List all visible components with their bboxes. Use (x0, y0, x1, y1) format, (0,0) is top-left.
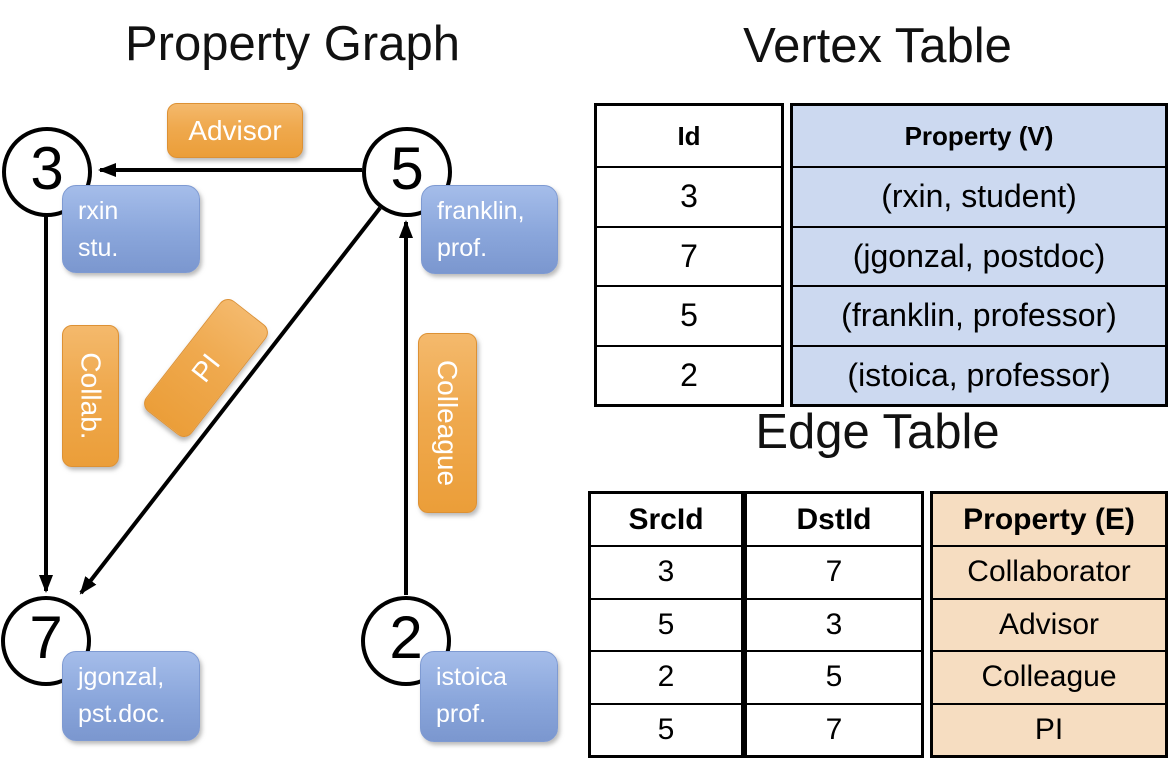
edge-table-dstid-cell: 7 (747, 545, 921, 598)
vertex-table-property-column: Property (V) (rxin, student) (jgonzal, p… (790, 103, 1168, 407)
edge-table-property-header: Property (E) (933, 494, 1165, 545)
edge-table-property-cell: Collaborator (933, 545, 1165, 598)
vertex-id-label: 3 (30, 135, 64, 202)
edge-label-collab: Collab. (62, 325, 119, 467)
edge-table-srcid-cell: 2 (591, 650, 741, 703)
edge-label-advisor: Advisor (167, 103, 303, 158)
edge-label-text: Advisor (188, 114, 282, 146)
edge-label-colleague: Colleague (418, 333, 477, 513)
edge-table-property-cell: Colleague (933, 650, 1165, 703)
vertex-table-property-cell: (franklin, professor) (793, 285, 1165, 345)
vertex-table-id-cell: 5 (597, 285, 781, 345)
vertex-table-id-header: Id (677, 120, 701, 151)
edge-table-dstid-cell: 5 (747, 650, 921, 703)
edge-table-dstid-header: DstId (796, 502, 872, 536)
vertex-table-id-cell: 3 (597, 166, 781, 226)
edge-table-dstid-cell: 3 (747, 597, 921, 651)
vertex-table-id-cell: 2 (597, 344, 781, 405)
node-property-line2: prof. (436, 700, 487, 728)
edge-table-property-column: Property (E) Collaborator Advisor Collea… (930, 491, 1168, 758)
vertex-id-label: 2 (389, 604, 423, 671)
node-property-line1: rxin (78, 197, 119, 225)
vertex-table-property-cell: (jgonzal, postdoc) (793, 225, 1165, 285)
vertex-table-property-cell: (rxin, student) (793, 166, 1165, 226)
node-property-box-istoica: istoica prof. (420, 651, 558, 742)
vertex-id-label: 5 (390, 135, 424, 202)
edge-table-title: Edge Table (755, 405, 1000, 459)
vertex-table-property-header: Property (V) (793, 106, 1165, 166)
edge-table-property-cell: Advisor (933, 597, 1165, 650)
node-property-box-rxin: rxin stu. (62, 185, 200, 273)
vertex-table-title: Vertex Table (743, 19, 1012, 73)
edge-label-text: Collab. (75, 352, 107, 440)
edge-table-dstid-cell: 7 (747, 702, 921, 756)
vertex-table-id-column: Id 3 7 5 2 (594, 103, 784, 407)
node-property-line2: pst.doc. (78, 700, 166, 728)
property-graph-title: Property Graph (125, 17, 460, 71)
edge-table-srcid-header: SrcId (628, 502, 704, 536)
vertex-table-id-cell: 7 (597, 225, 781, 286)
edge-label-text: PI (185, 347, 226, 388)
vertex-circle-2: 2 (361, 596, 451, 686)
node-property-line1: franklin, (437, 197, 525, 225)
edge-table-srcid-cell: 3 (591, 545, 741, 598)
edge-label-text: Colleague (432, 359, 464, 487)
vertex-table-property-cell: (istoica, professor) (793, 344, 1165, 404)
edge-table-srcid-cell: 5 (591, 702, 741, 756)
edge-table-srcid-cell: 5 (591, 597, 741, 651)
node-property-box-jgonzal: jgonzal, pst.doc. (62, 651, 200, 741)
edge-table-property-cell: PI (933, 702, 1165, 755)
vertex-circle-5: 5 (362, 127, 452, 217)
vertex-id-label: 7 (29, 604, 63, 671)
node-property-line1: jgonzal, (78, 663, 165, 691)
node-property-line2: stu. (78, 234, 119, 262)
edge-table-srcid-column: SrcId 3 5 2 5 (588, 491, 744, 758)
node-property-box-franklin: franklin, prof. (421, 185, 558, 274)
node-property-line2: prof. (437, 234, 488, 262)
graph-edges-svg (39, 163, 413, 595)
node-property-line1: istoica (436, 663, 507, 691)
edge-5-to-7-arrow (79, 206, 382, 595)
edge-table-dstid-column: DstId 7 3 5 7 (744, 491, 924, 758)
